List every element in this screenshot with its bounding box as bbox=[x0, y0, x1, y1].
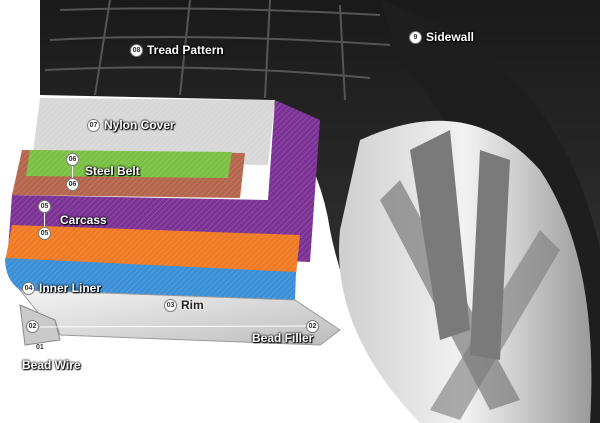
label-carcass-top-number: 05 bbox=[38, 200, 51, 213]
sidewall-text: Sidewall bbox=[426, 30, 475, 44]
bead-wire-text: Bead Wire bbox=[22, 358, 81, 372]
nylon-cover-text: Nylon Cover bbox=[104, 118, 175, 132]
label-inner-liner: 04 Inner Liner bbox=[22, 281, 101, 295]
tread-pattern-number: 08 bbox=[130, 43, 143, 57]
carcass-text: Carcass bbox=[60, 213, 107, 227]
label-bead-filler: Bead Filler bbox=[252, 331, 313, 345]
label-steel-belt-bottom-number: 06 bbox=[66, 178, 79, 191]
label-steel-belt-top-number: 06 bbox=[66, 153, 79, 166]
label-rim: 03 Rim bbox=[164, 298, 204, 312]
nylon-cover-number: 07 bbox=[87, 118, 100, 132]
steel-belt-number-top: 06 bbox=[66, 153, 79, 166]
label-bead-wire-number-01: 01 bbox=[36, 341, 44, 354]
bead-filler-number: 02 bbox=[306, 320, 319, 333]
carcass-connector bbox=[44, 213, 45, 227]
wheel-spokes bbox=[380, 130, 560, 420]
rim-text: Rim bbox=[181, 298, 204, 312]
label-steel-belt: Steel Belt bbox=[85, 164, 140, 178]
label-tread-pattern: 08 Tread Pattern bbox=[130, 43, 224, 57]
label-carcass-bottom-number: 05 bbox=[38, 227, 51, 240]
rim-number: 03 bbox=[164, 298, 177, 312]
inner-liner-number: 04 bbox=[22, 281, 35, 295]
carcass-number-top: 05 bbox=[38, 200, 51, 213]
steel-belt-number-bottom: 06 bbox=[66, 178, 79, 191]
label-bead-wire-number-02: 02 bbox=[26, 320, 39, 333]
label-bead-filler-number: 02 bbox=[306, 320, 319, 333]
sidewall-number: 9 bbox=[409, 30, 422, 44]
bead-wire-section bbox=[19, 304, 61, 346]
steel-belt-text: Steel Belt bbox=[85, 164, 140, 178]
steel-belt-connector bbox=[72, 166, 73, 178]
bead-filler-text: Bead Filler bbox=[252, 331, 314, 345]
label-bead-wire: Bead Wire bbox=[22, 358, 81, 372]
label-nylon-cover: 07 Nylon Cover bbox=[87, 118, 175, 132]
bead-wire-number-02: 02 bbox=[26, 320, 39, 333]
label-sidewall: 9 Sidewall bbox=[409, 30, 474, 44]
label-carcass: Carcass bbox=[60, 213, 107, 227]
inner-liner-text: Inner Liner bbox=[39, 281, 102, 295]
tread-pattern-text: Tread Pattern bbox=[147, 43, 224, 57]
bead-wire-number-01: 01 bbox=[36, 344, 44, 351]
bead-filler-line bbox=[39, 325, 313, 328]
carcass-number-bottom: 05 bbox=[38, 227, 51, 240]
tread-grooves bbox=[44, 0, 391, 101]
